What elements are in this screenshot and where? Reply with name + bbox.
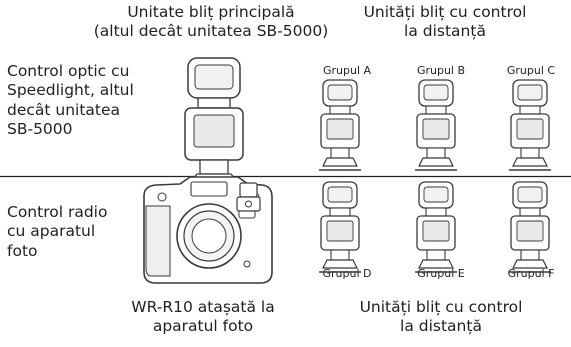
optical-label-line-4: SB-5000 [7, 120, 73, 139]
speedlight-group-c-icon [508, 79, 552, 171]
wr-r10-caption: WR-R10 atașată la aparatul foto [118, 298, 288, 337]
speedlight-group-a-icon [318, 79, 362, 171]
group-label-d: Grupul D [322, 267, 372, 280]
optical-label-line-2: Speedlight, altul [7, 81, 134, 100]
group-label-b: Grupul B [416, 64, 466, 77]
speedlight-group-b-icon [414, 79, 458, 171]
master-caption-line-1: Unitate bliț principală [127, 3, 295, 21]
remote-flash-caption-bottom: Unități bliț cu control la distanță [340, 298, 542, 337]
group-label-a: Grupul A [322, 64, 372, 77]
optical-control-label: Control optic cu Speedlight, altul decât… [7, 62, 134, 140]
wr-caption-line-1: WR-R10 atașată la [131, 298, 275, 316]
speedlight-group-d-icon [318, 181, 362, 273]
speedlight-group-e-icon [414, 181, 458, 273]
remote-caption-top-line-2: la distanță [404, 22, 486, 41]
radio-label-line-3: foto [7, 241, 38, 260]
remote-caption-bottom-line-1: Unități bliț cu control [359, 298, 523, 316]
group-label-f: Grupul F [507, 267, 555, 280]
master-flash-caption: Unitate bliț principală (altul decât uni… [82, 3, 340, 42]
group-label-c: Grupul C [506, 64, 556, 77]
remote-caption-top-line-1: Unități bliț cu control [363, 3, 527, 21]
wr-r10-transmitter-icon [236, 182, 261, 212]
master-caption-line-2: (altul decât unitatea SB-5000) [93, 22, 329, 41]
wr-caption-line-2: aparatul foto [152, 317, 254, 336]
radio-control-label: Control radio cu aparatul foto [7, 203, 107, 261]
speedlight-group-f-icon [508, 181, 552, 273]
master-speedlight-icon [184, 57, 244, 189]
optical-label-line-1: Control optic cu [7, 62, 130, 80]
radio-label-line-2: cu aparatul [7, 222, 96, 241]
radio-label-line-1: Control radio [7, 203, 108, 221]
optical-label-line-3: decât unitatea [7, 100, 121, 119]
remote-caption-bottom-line-2: la distanță [400, 317, 482, 336]
remote-flash-caption-top: Unități bliț cu control la distanță [345, 3, 545, 42]
group-label-e: Grupul E [417, 267, 465, 280]
